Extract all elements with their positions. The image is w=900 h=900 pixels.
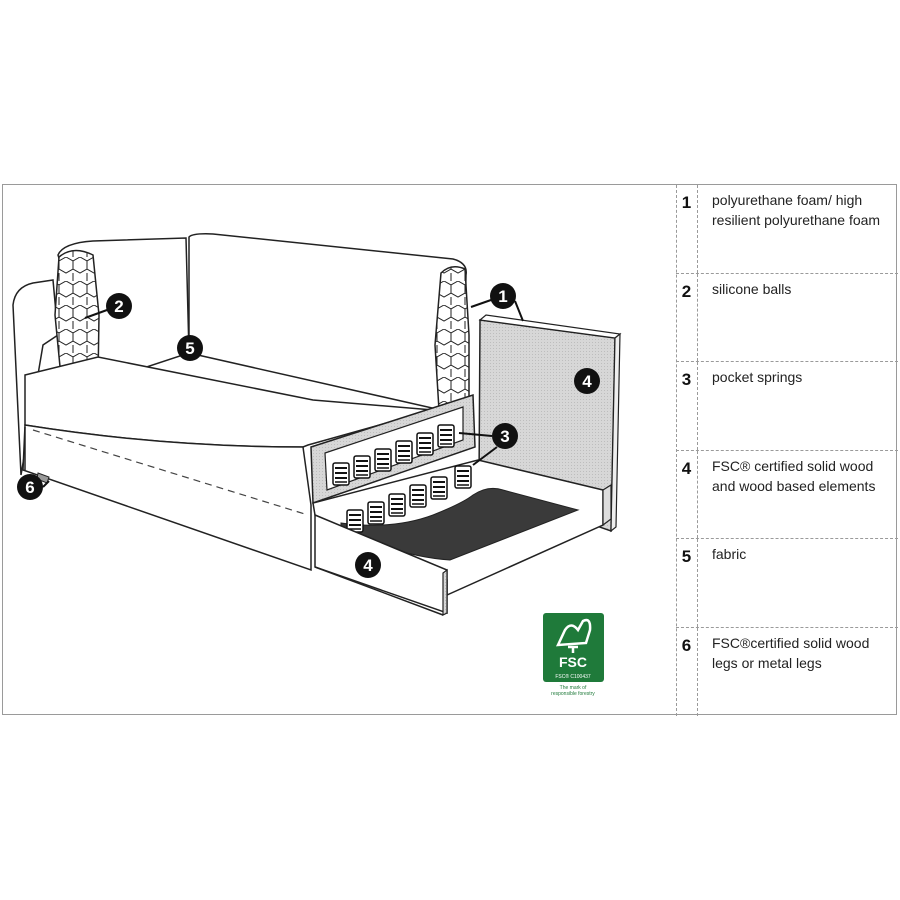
legend-text: pocket springs (712, 369, 803, 385)
product-diagram-frame: 1 2 3 4 4 5 6 (2, 184, 898, 716)
svg-text:4: 4 (582, 372, 592, 391)
callout-2: 2 (84, 293, 132, 319)
sofa-base (22, 424, 312, 572)
callout-5: 5 (177, 335, 203, 361)
legend-text: FSC®certified solid wood legs or metal l… (712, 635, 870, 671)
svg-text:responsible forestry: responsible forestry (551, 691, 595, 697)
svg-text:6: 6 (25, 478, 34, 497)
legend-number: 6 (676, 628, 698, 716)
legend-text: polyurethane foam/ high resilient polyur… (712, 192, 881, 228)
drawer-front (314, 513, 448, 616)
callout-3: 3 (458, 423, 518, 466)
legend-row-2: 2 silicone balls (676, 274, 898, 362)
svg-text:The mark of: The mark of (560, 685, 587, 691)
legend-number: 3 (676, 362, 698, 450)
svg-text:FSC® C100437: FSC® C100437 (555, 673, 591, 680)
callout-6: 6 (17, 474, 50, 500)
legend-row-4: 4 FSC® certified solid wood and wood bas… (676, 451, 898, 539)
legend-number: 5 (676, 539, 698, 627)
legend-number: 1 (676, 185, 698, 273)
legend-text: silicone balls (712, 281, 792, 297)
legend-row-5: 5 fabric (676, 539, 898, 628)
legend-text: fabric (712, 546, 747, 562)
foam-layer-right (434, 266, 470, 416)
callout-1: 1 (470, 283, 524, 322)
sofa-bed-cutaway-diagram: 1 2 3 4 4 5 6 (12, 233, 622, 697)
legend-number: 2 (676, 274, 698, 361)
pocket-springs-upper (310, 393, 476, 505)
legend-text: FSC® certified solid wood and wood based… (712, 458, 876, 494)
legend-row-6: 6 FSC®certified solid wood legs or metal… (676, 628, 898, 716)
svg-text:3: 3 (500, 427, 509, 446)
svg-text:4: 4 (363, 556, 373, 575)
svg-text:5: 5 (185, 339, 194, 358)
svg-text:1: 1 (498, 287, 507, 306)
callout-4-panel: 4 (574, 368, 600, 394)
legend-number: 4 (676, 451, 698, 538)
fsc-logo: FSC FSC® C100437 The mark of responsible… (543, 613, 604, 697)
tree-icon (555, 618, 592, 653)
svg-text:2: 2 (114, 297, 123, 316)
legend-row-1: 1 polyurethane foam/ high resilient poly… (676, 185, 898, 274)
legend-row-3: 3 pocket springs (676, 362, 898, 451)
svg-text:FSC: FSC (559, 654, 587, 670)
callout-4-drawer: 4 (355, 552, 381, 578)
materials-legend: 1 polyurethane foam/ high resilient poly… (676, 185, 898, 716)
